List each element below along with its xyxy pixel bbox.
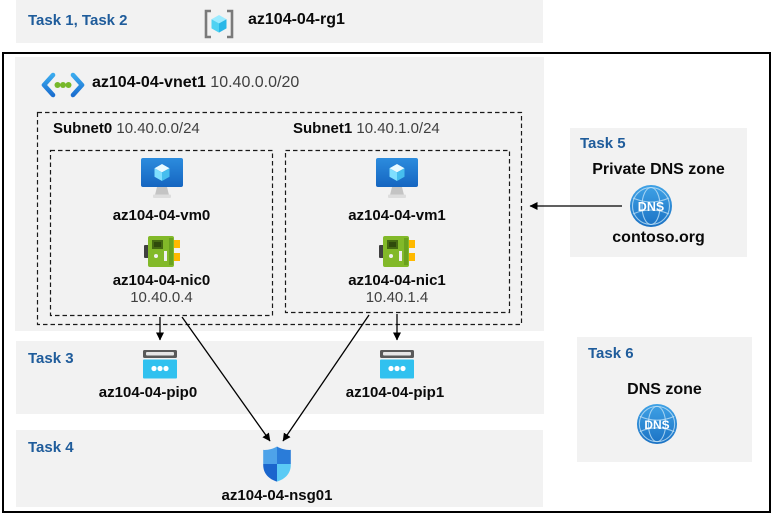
resource-group-band: Task 1, Task 2 az104-04-rg1 — [16, 0, 543, 43]
private-dns-zone-title: Private DNS zone — [592, 161, 725, 178]
virtual-network-icon — [41, 72, 85, 98]
task-1-2-label: Task 1, Task 2 — [28, 12, 128, 29]
nsg-shield-icon — [263, 446, 291, 482]
private-dns-zone-icon: DNS — [630, 185, 672, 227]
subnet1-box: az104-04-vm1 az104-04-nic1 10.40.1.4 — [285, 150, 509, 312]
task3-label: Task 3 — [28, 350, 74, 367]
dns-zone-icon: DNS — [636, 403, 678, 445]
pip0-name: az104-04-pip0 — [98, 384, 198, 401]
vnet-cidr: 10.40.0.0/20 — [210, 74, 300, 91]
subnet0-label: Subnet0 10.40.0.0/24 — [53, 120, 200, 137]
dns-zone-title: DNS zone — [627, 381, 702, 398]
nic0-ip: 10.40.0.4 — [130, 289, 193, 306]
resource-group-icon — [204, 9, 234, 39]
nic0-name: az104-04-nic0 — [112, 272, 211, 289]
dns-badge-text: DNS — [638, 200, 664, 214]
subnet1-name: Subnet1 — [293, 120, 353, 137]
resource-group-name: az104-04-rg1 — [248, 11, 345, 28]
task3-band — [16, 341, 544, 414]
private-dns-zone-name: contoso.org — [612, 229, 705, 246]
task6-label: Task 6 — [588, 345, 634, 362]
diagram-frame — [2, 52, 771, 513]
task5-box: Task 5 Private DNS zone DNS contoso.org — [570, 128, 747, 257]
task4-label: Task 4 — [28, 439, 74, 456]
vnet-title: az104-04-vnet1 10.40.0.0/20 — [92, 74, 299, 92]
nic1-icon — [379, 236, 415, 267]
subnet0-name: Subnet0 — [53, 120, 113, 137]
vnet-name: az104-04-vnet1 — [92, 74, 206, 91]
nic0-icon — [143, 236, 180, 267]
subnet0-box: az104-04-vm0 az104-04-nic0 10.40.0.4 — [50, 150, 273, 315]
subnet0-cidr: 10.40.0.0/24 — [116, 120, 200, 137]
pip1-icon — [380, 350, 414, 379]
nic1-ip: 10.40.1.4 — [365, 289, 429, 306]
pip0-icon — [143, 350, 177, 379]
vm1-icon — [376, 158, 418, 198]
subnet1-label: Subnet1 10.40.1.0/24 — [293, 120, 440, 137]
pip1-name: az104-04-pip1 — [345, 384, 445, 401]
task6-box: Task 6 DNS zone DNS — [577, 337, 752, 462]
subnet1-cidr: 10.40.1.0/24 — [356, 120, 440, 137]
vm0-icon — [140, 158, 183, 198]
nsg-name: az104-04-nsg01 — [221, 487, 333, 504]
nic1-name: az104-04-nic1 — [348, 272, 446, 289]
vm1-name: az104-04-vm1 — [348, 207, 446, 224]
vm0-name: az104-04-vm0 — [112, 207, 211, 224]
task5-label: Task 5 — [580, 135, 626, 152]
dns-badge-text: DNS — [644, 418, 669, 432]
